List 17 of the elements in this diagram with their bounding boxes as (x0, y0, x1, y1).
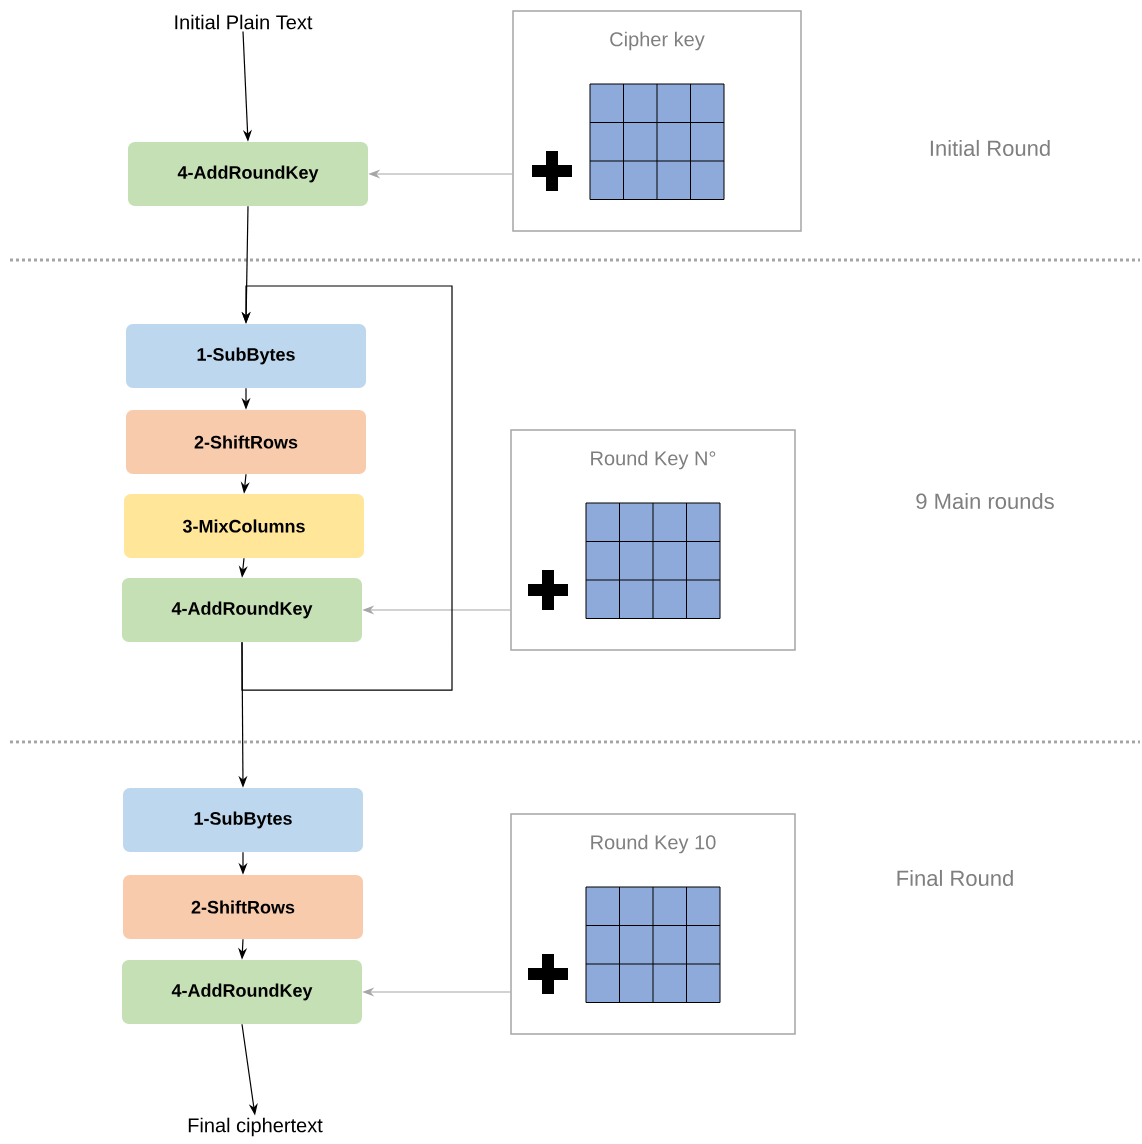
process-box: 3-MixColumns (124, 494, 364, 558)
process-box: 4-AddRoundKey (122, 960, 362, 1024)
key-box: Round Key 10 (510, 813, 796, 1035)
round-label: Final Round (897, 869, 1013, 887)
plain-text: Initial Plain Text (175, 14, 313, 30)
arrow (241, 285, 453, 691)
process-box: 1-SubBytes (123, 788, 363, 852)
key-box: Cipher key (512, 10, 802, 232)
process-box: 2-ShiftRows (126, 410, 366, 474)
plain-text: Final ciphertext (188, 1117, 323, 1137)
round-label: Initial Round (930, 139, 1050, 157)
round-label: 9 Main rounds (916, 492, 1054, 510)
process-box: 1-SubBytes (126, 324, 366, 388)
process-box: 2-ShiftRows (123, 875, 363, 939)
key-box: Round Key N° (510, 429, 796, 651)
process-box: 4-AddRoundKey (122, 578, 362, 642)
process-box: 4-AddRoundKey (128, 142, 368, 206)
